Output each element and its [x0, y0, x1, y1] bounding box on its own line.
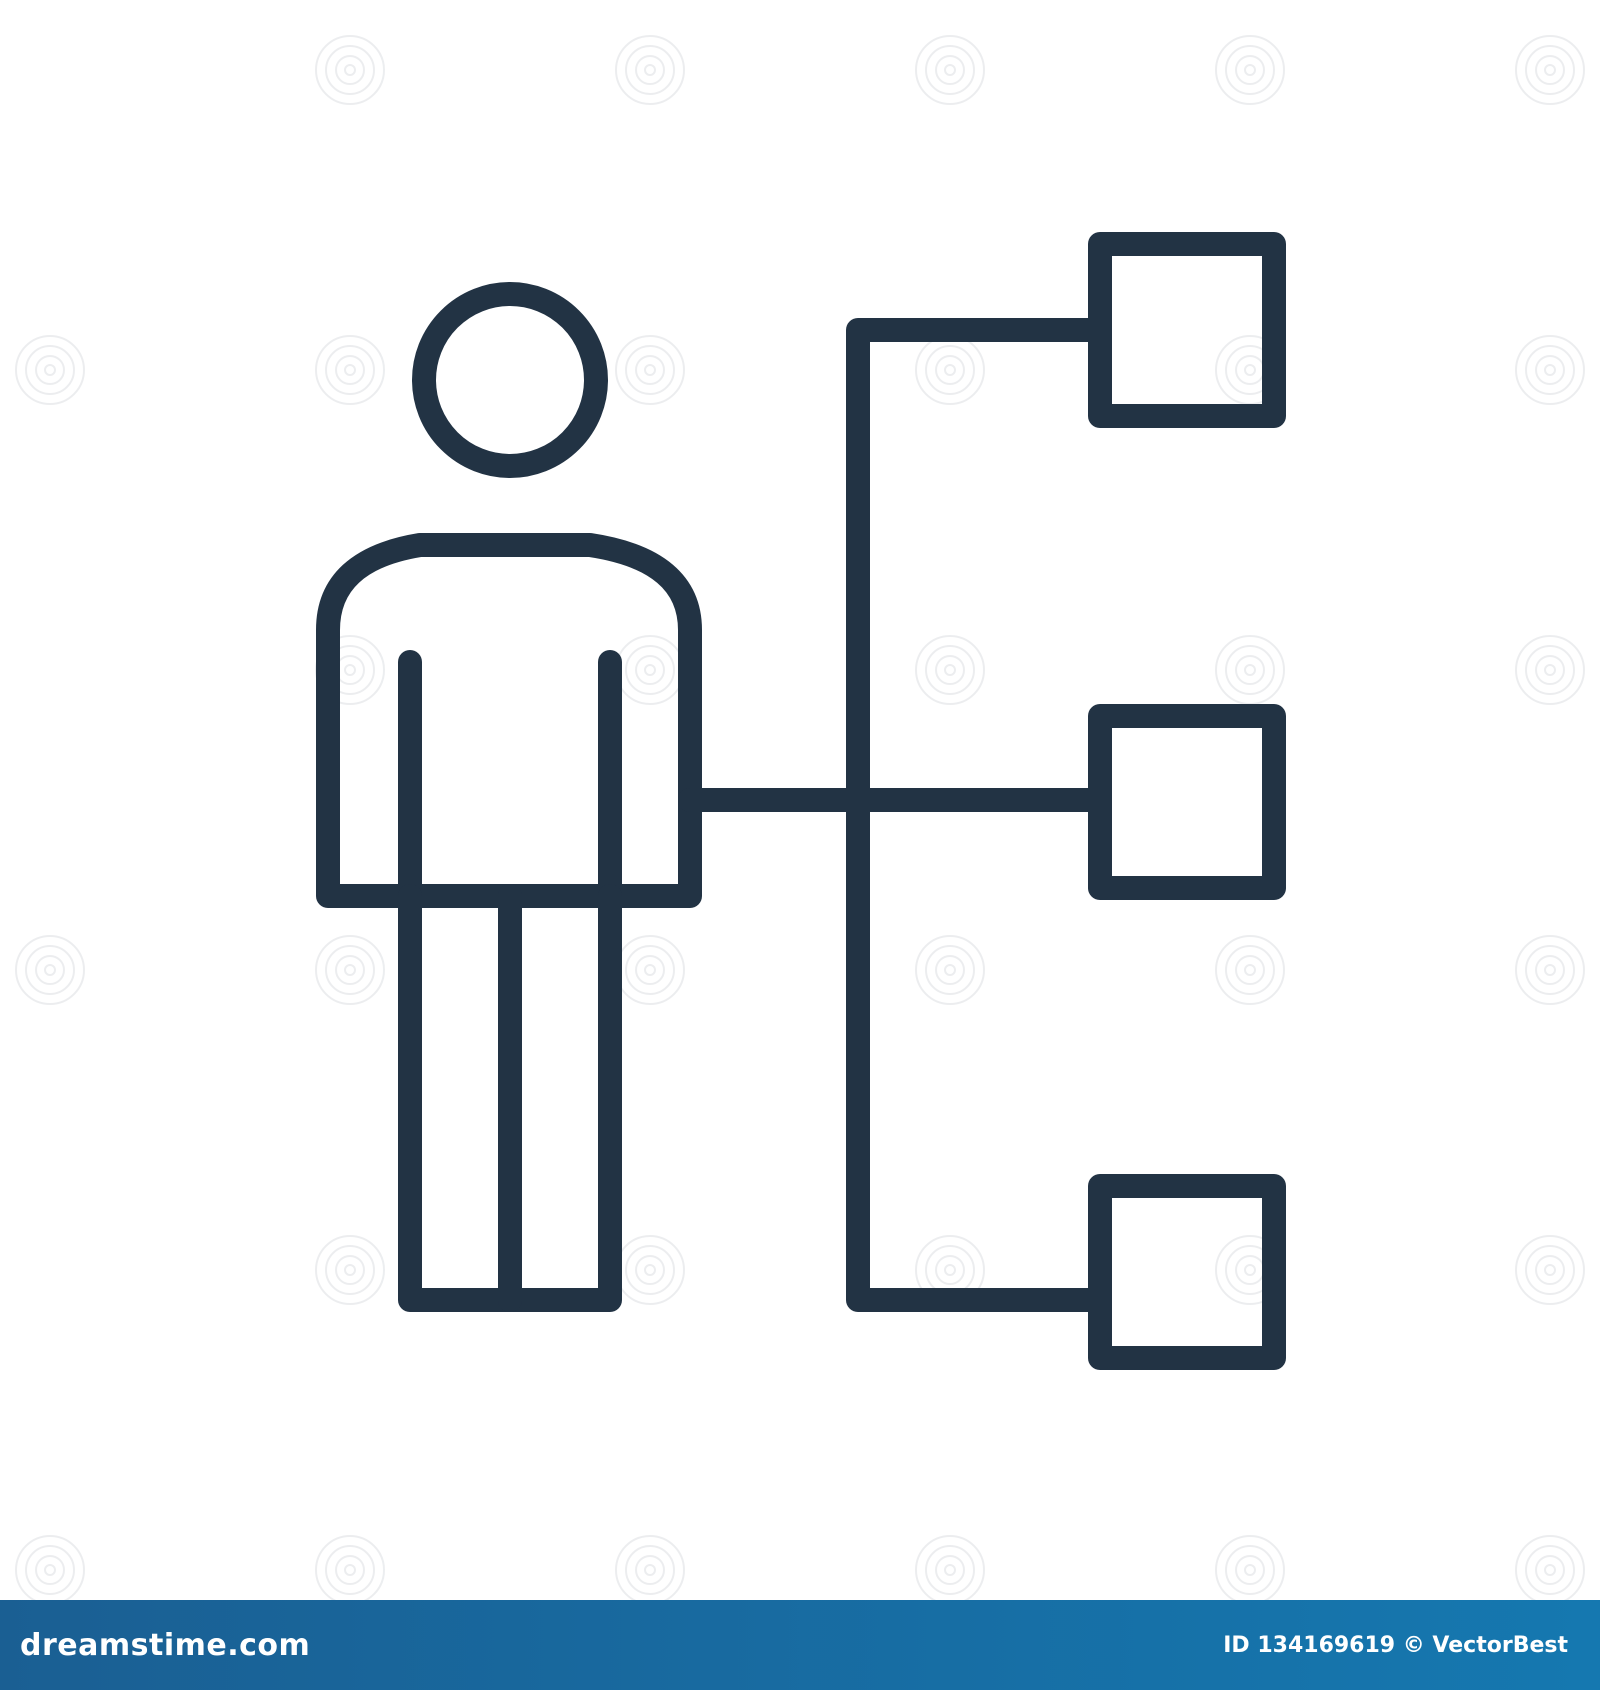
- icon-canvas: [15, 35, 1585, 1600]
- watermark-spiral-icon: [1515, 635, 1585, 705]
- image-credit: ID 134169619 © VectorBest: [1223, 1632, 1568, 1658]
- icon-group: [316, 232, 1286, 1370]
- watermark-spiral-icon: [915, 935, 985, 1005]
- square-node-icon: [1088, 232, 1286, 428]
- watermark-spiral-icon: [1215, 935, 1285, 1005]
- watermark-spiral-icon: [315, 335, 385, 405]
- square-node-icon: [1088, 704, 1286, 900]
- watermark-spiral-icon: [1515, 335, 1585, 405]
- watermark-spiral-icon: [615, 935, 685, 1005]
- watermark-spiral-icon: [615, 635, 685, 705]
- watermark-spiral-icon: [1515, 1235, 1585, 1305]
- watermark-spiral-icon: [1215, 1535, 1285, 1600]
- hierarchy-trunk-icon: [846, 318, 1112, 1312]
- square-node-icon: [1088, 1174, 1286, 1370]
- watermark-spiral-icon: [1215, 635, 1285, 705]
- watermark-spiral-icon: [1215, 35, 1285, 105]
- person-hierarchy-icon: [15, 35, 1585, 1600]
- watermark-spiral-icon: [615, 35, 685, 105]
- watermark-spiral-icon: [15, 335, 85, 405]
- watermark-spiral-icon: [15, 935, 85, 1005]
- watermark-spiral-icon: [315, 935, 385, 1005]
- footer-bar: dreamstime.com ID 134169619 © VectorBest: [0, 1600, 1600, 1690]
- watermark-spiral-icon: [315, 35, 385, 105]
- site-logo: dreamstime.com: [20, 1627, 311, 1663]
- watermark-spiral-icon: [1515, 1535, 1585, 1600]
- watermark-spiral-icon: [1515, 35, 1585, 105]
- watermark-spiral-icon: [915, 635, 985, 705]
- watermark-spiral-icon: [915, 35, 985, 105]
- watermark-spiral-icon: [315, 1235, 385, 1305]
- watermark-spiral-icon: [615, 1535, 685, 1600]
- person-head-icon: [412, 282, 608, 478]
- watermark-spiral-icon: [915, 1535, 985, 1600]
- watermark-spiral-icon: [615, 335, 685, 405]
- watermark-spiral-icon: [1515, 935, 1585, 1005]
- watermark-spiral-icon: [615, 1235, 685, 1305]
- watermark-spiral-icon: [315, 1535, 385, 1600]
- watermark-spiral-icon: [15, 1535, 85, 1600]
- person-torso-icon: [316, 533, 702, 908]
- watermark-spiral-icon: [915, 335, 985, 405]
- watermark-layer: [15, 35, 1585, 1600]
